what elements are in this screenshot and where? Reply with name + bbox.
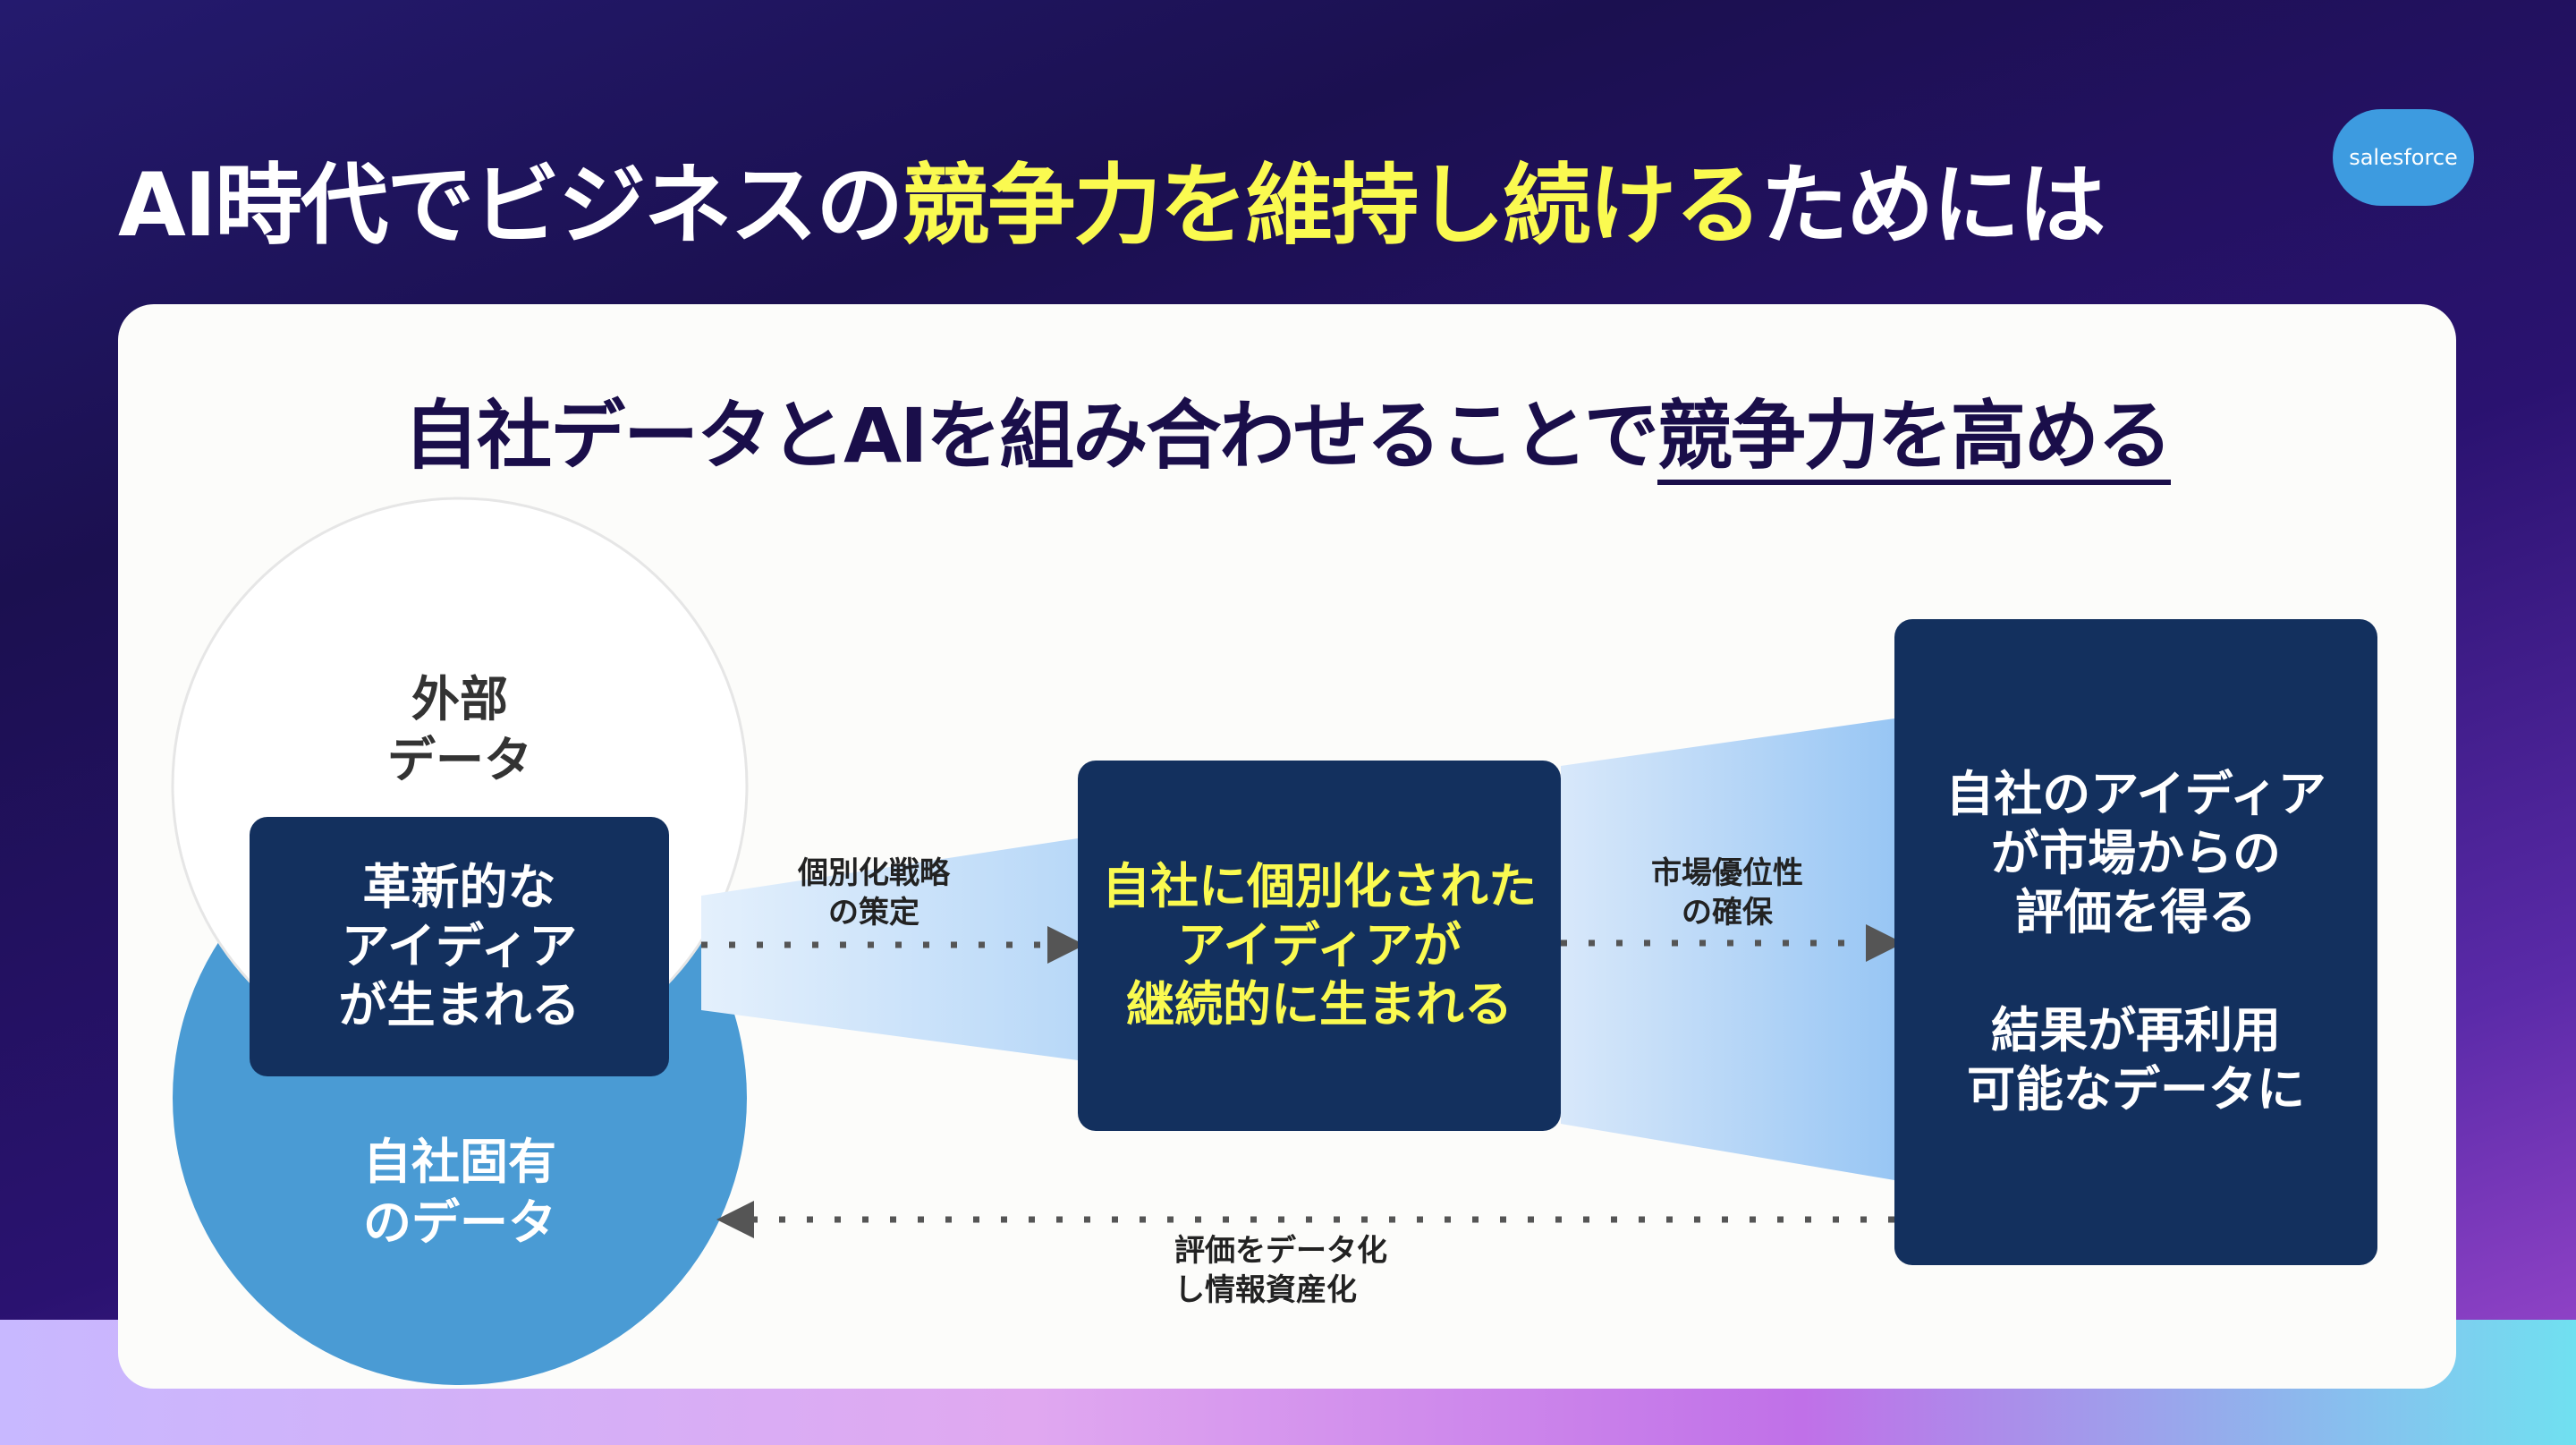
content-panel: 自社データとAIを組み合わせることで競争力を高める 外部データ 自社固有のデータ…	[118, 304, 2456, 1389]
flow-wedge-2	[1561, 718, 1894, 1180]
page-title: AI時代でビジネスの競争力を維持し続けるためには	[118, 155, 2106, 257]
label-strategy: 個別化戦略の策定	[798, 855, 950, 931]
personalized-ideas-box: 自社に個別化されたアイディアが継続的に生まれる	[1078, 761, 1561, 1131]
innovative-ideas-box: 革新的なアイディアが生まれる	[250, 817, 669, 1076]
label-feedback: 評価をデータ化し情報資産化	[1174, 1233, 1387, 1309]
subtitle: 自社データとAIを組み合わせることで競争力を高める	[118, 376, 2456, 485]
own-data-label: 自社固有のデータ	[363, 1134, 556, 1251]
salesforce-logo: salesforce	[2333, 109, 2474, 206]
market-evaluation-box: 自社のアイディアが市場からの評価を得る結果が再利用可能なデータに	[1894, 619, 2377, 1265]
flow-wedge-1	[701, 838, 1078, 1060]
label-advantage: 市場優位性の確保	[1651, 855, 1803, 931]
external-data-label: 外部データ	[387, 671, 532, 788]
